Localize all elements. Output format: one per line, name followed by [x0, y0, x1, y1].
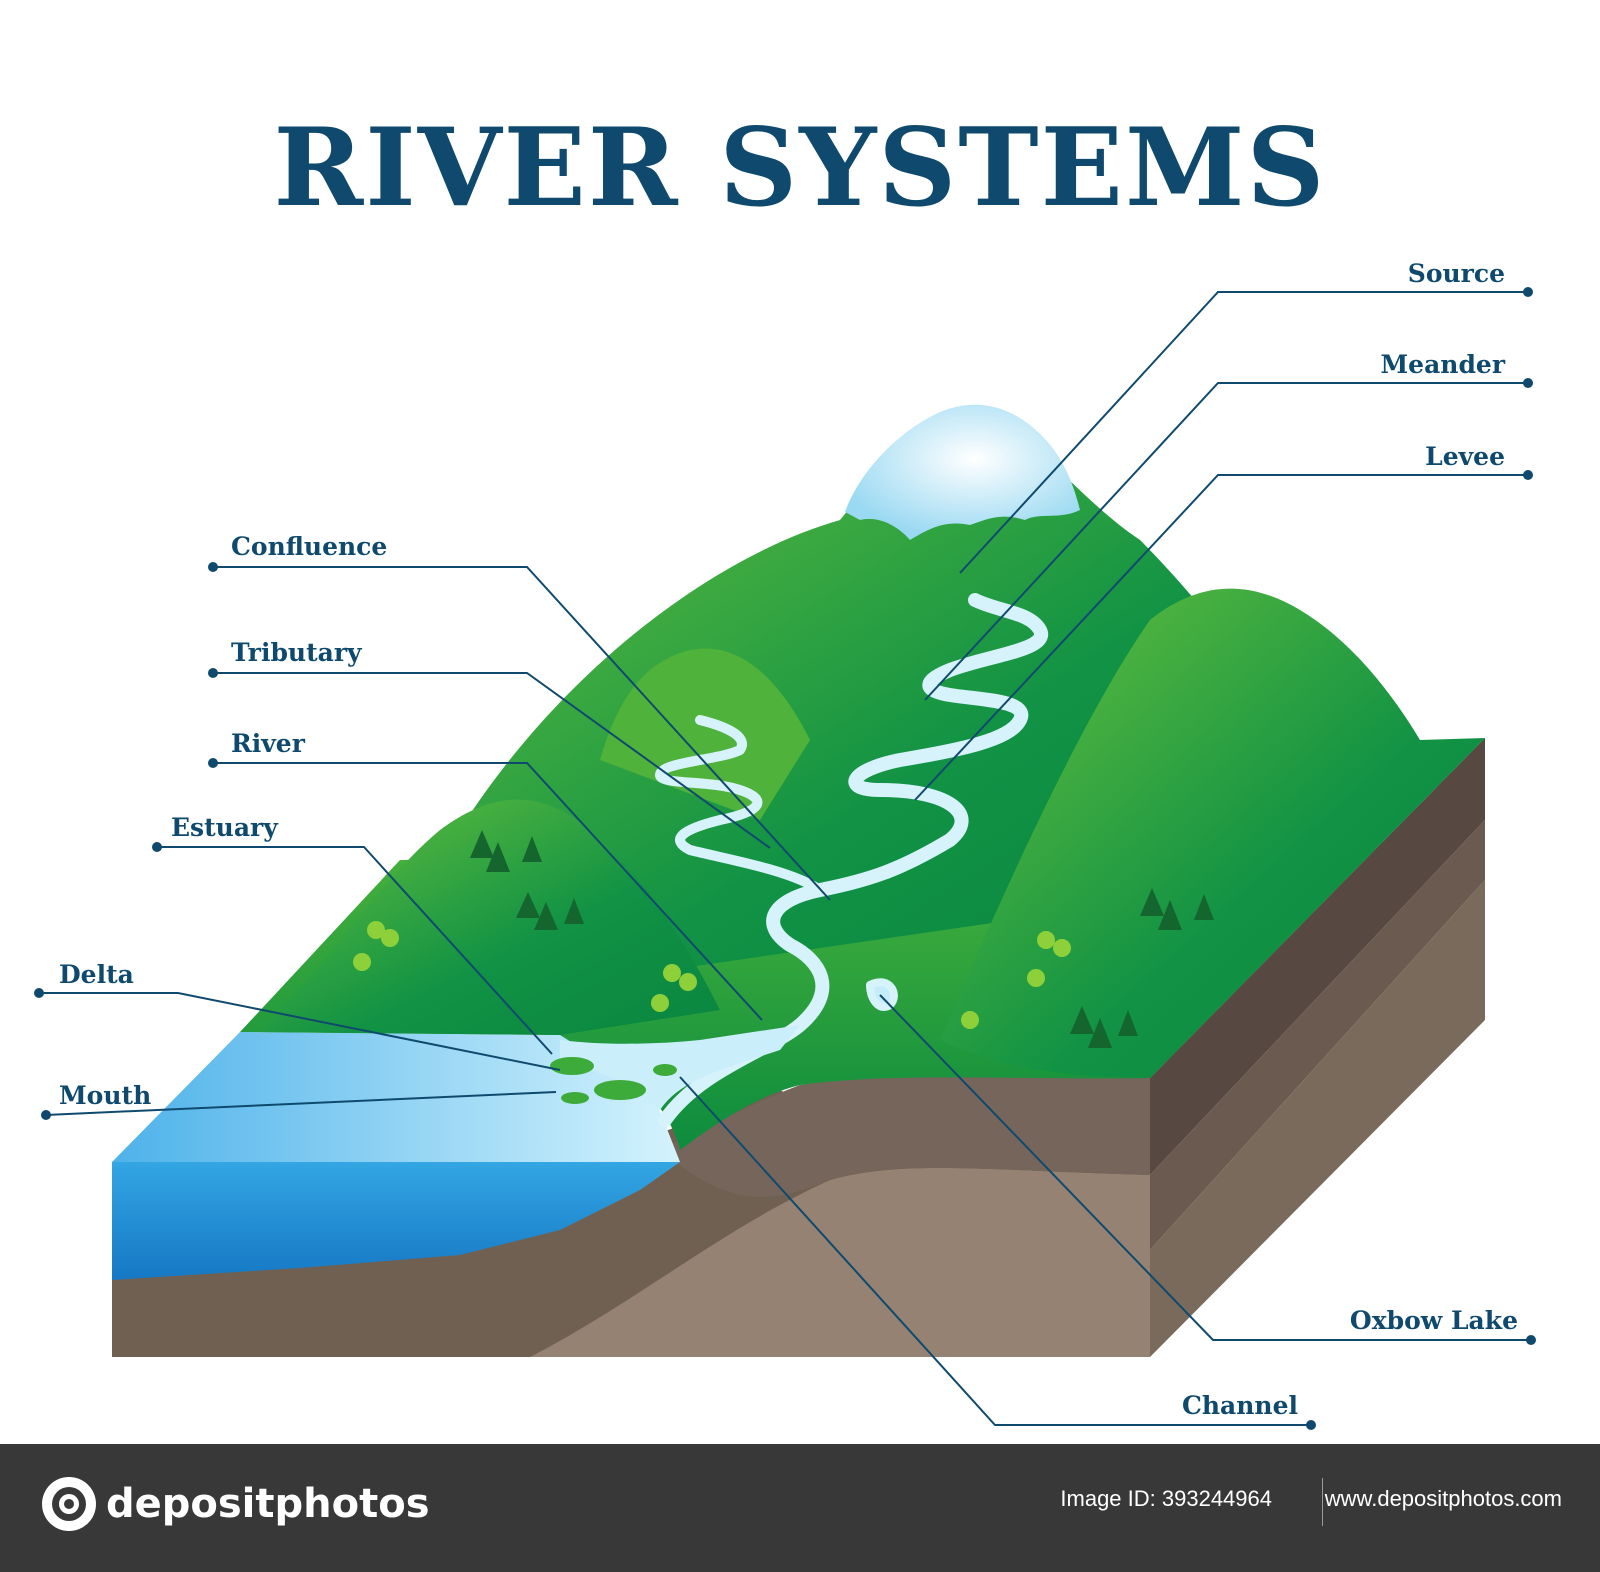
leader-source: [959, 291, 1528, 574]
soil-side-middle: [1150, 820, 1485, 1250]
pine-trees-right: [1070, 888, 1214, 1048]
leader-levee: [914, 474, 1528, 801]
ground-block: [112, 738, 1485, 1357]
soil-front-upper-layer: [660, 1074, 1150, 1197]
label-confluence: Confluence: [231, 532, 387, 561]
label-delta: Delta: [59, 960, 134, 989]
pine-tree: [1118, 1010, 1138, 1036]
hill-right: [940, 588, 1485, 1078]
leader-dot: [1523, 287, 1533, 297]
site-link[interactable]: www.depositphotos.com: [1324, 1486, 1562, 1511]
leader-dot: [152, 842, 162, 852]
landscape: [240, 404, 1485, 1150]
pine-tree: [564, 898, 584, 924]
pine-tree: [516, 892, 540, 918]
leader-tributary: [213, 672, 771, 849]
leader-dot: [41, 1110, 51, 1120]
leader-meander: [924, 382, 1528, 701]
leader-dot: [208, 758, 218, 768]
image-id: Image ID: 393244964: [1060, 1486, 1272, 1511]
pine-trees-left: [470, 830, 584, 930]
round-trees: [353, 921, 1071, 1029]
oxbow-lake: [866, 978, 898, 1011]
sea-surface: [112, 1032, 680, 1162]
leader-dot: [208, 562, 218, 572]
leader-dot: [1306, 1420, 1316, 1430]
camera-logo-icon: [42, 1477, 96, 1531]
page-title: RIVER SYSTEMS: [273, 105, 1327, 231]
leader-dots: [34, 287, 1536, 1430]
leader-dot: [208, 668, 218, 678]
hill-left: [260, 799, 720, 1035]
delta-island: [594, 1080, 646, 1100]
soil-side-top: [1150, 738, 1485, 1175]
label-source: Source: [1408, 259, 1505, 288]
label-estuary: Estuary: [171, 813, 279, 842]
soil-front-lower-layer: [530, 1168, 1150, 1357]
label-tributary: Tributary: [231, 638, 363, 667]
delta-island: [561, 1092, 589, 1104]
label-levee: Levee: [1425, 442, 1505, 471]
pine-tree: [1140, 888, 1164, 916]
round-tree: [679, 973, 697, 991]
pine-tree: [1088, 1018, 1112, 1048]
pine-tree: [1070, 1006, 1094, 1034]
leader-oxbow-lake: [879, 994, 1531, 1341]
leader-lines: [39, 291, 1531, 1426]
round-tree: [1053, 939, 1071, 957]
leader-channel: [679, 1076, 1311, 1426]
label-mouth: Mouth: [59, 1081, 151, 1110]
river-network: [550, 593, 1048, 1127]
round-tree: [663, 964, 681, 982]
round-tree: [1037, 931, 1055, 949]
footer-divider: [1322, 1478, 1323, 1526]
label-oxbow-lake: Oxbow Lake: [1350, 1306, 1518, 1335]
trees: [353, 830, 1214, 1048]
delta-island: [550, 1057, 594, 1075]
round-tree: [353, 953, 371, 971]
round-tree: [651, 994, 669, 1012]
sea: [112, 1032, 680, 1280]
pine-tree: [1158, 900, 1182, 930]
main-river: [658, 593, 1048, 1127]
soil-side-bottom: [1150, 880, 1485, 1357]
label-channel: Channel: [1182, 1391, 1298, 1420]
sea-side: [112, 1162, 680, 1280]
labels: Source Meander Levee Confluence Tributar…: [59, 259, 1518, 1420]
leader-estuary: [157, 846, 553, 1055]
hill-left-back: [600, 648, 810, 820]
brand-name: depositphotos: [106, 1481, 430, 1527]
round-tree: [367, 921, 385, 939]
footer-bar: depositphotos Image ID: 393244964 www.de…: [0, 1444, 1600, 1572]
pine-tree: [522, 836, 542, 862]
round-tree: [381, 929, 399, 947]
pine-tree: [1194, 894, 1214, 920]
pine-tree: [486, 842, 510, 872]
round-tree: [961, 1011, 979, 1029]
leader-confluence: [213, 566, 831, 901]
leader-river: [213, 762, 763, 1021]
river-system-diagram: Source Meander Levee Confluence Tributar…: [34, 259, 1536, 1430]
leader-dot: [34, 988, 44, 998]
leader-mouth: [45, 1091, 557, 1116]
label-meander: Meander: [1380, 350, 1505, 379]
pine-tree: [534, 902, 558, 930]
pine-tree: [470, 830, 494, 858]
round-tree: [1027, 969, 1045, 987]
tributary-river: [655, 715, 825, 895]
brand[interactable]: depositphotos: [40, 1468, 430, 1540]
estuary: [560, 1025, 800, 1110]
delta-islands: [550, 1057, 677, 1104]
leader-dot: [1523, 378, 1533, 388]
label-river: River: [231, 729, 306, 758]
leader-delta: [39, 992, 561, 1071]
delta-island: [653, 1064, 677, 1076]
leader-dot: [1526, 1335, 1536, 1345]
leader-dot: [1523, 470, 1533, 480]
